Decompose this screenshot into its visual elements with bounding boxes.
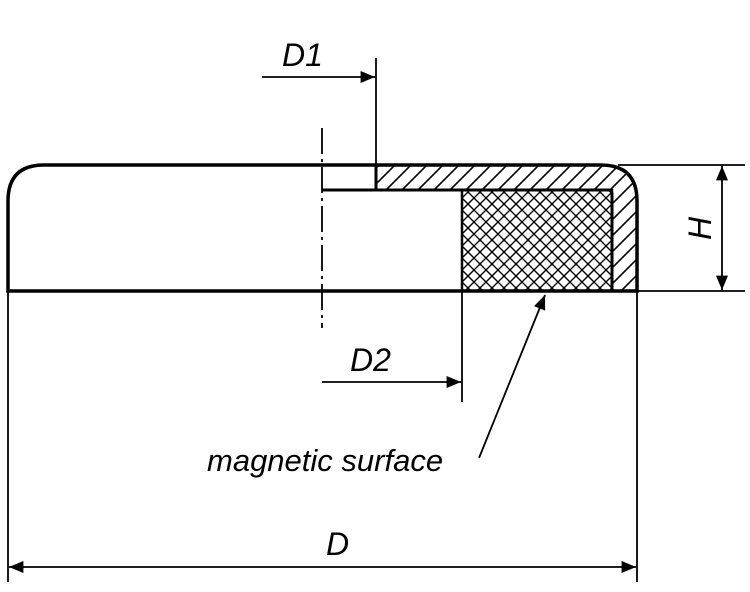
d1-label: D1: [282, 37, 323, 73]
d-label: D: [326, 526, 349, 562]
h-label: H: [682, 216, 718, 240]
outer-contour: [6, 163, 639, 293]
magnetic-surface-leader: [478, 294, 546, 459]
magnet-core-crosshatch: [460, 188, 614, 293]
magnetic-surface-label: magnetic surface: [207, 443, 443, 478]
housing-section-hatch: [375, 165, 637, 291]
d2-label: D2: [350, 342, 391, 378]
inner-bore-outline: [322, 188, 614, 291]
